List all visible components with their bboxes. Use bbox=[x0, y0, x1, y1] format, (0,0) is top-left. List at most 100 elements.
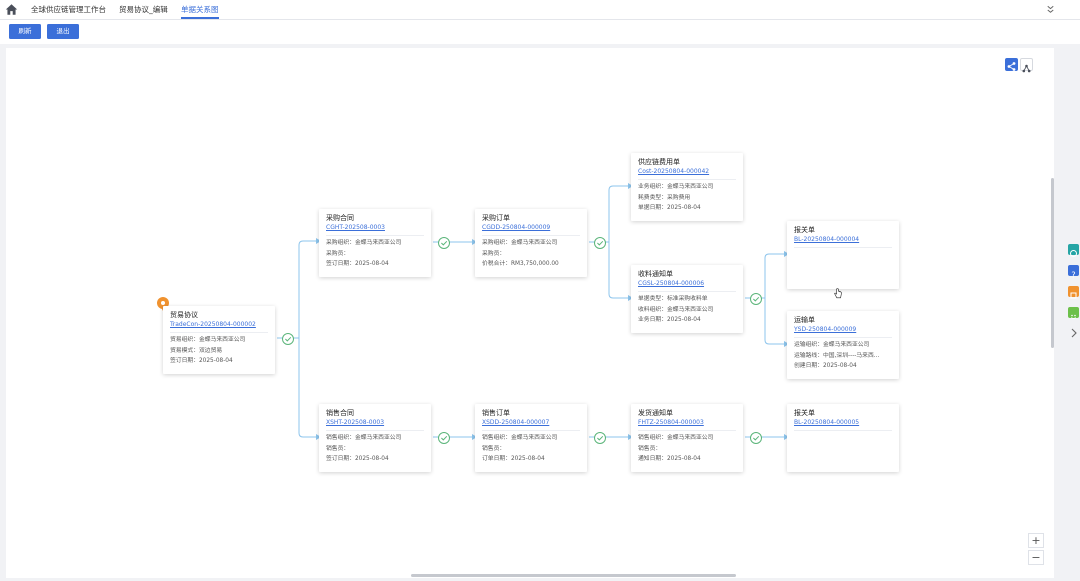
node-title: 收料通知单 bbox=[638, 270, 673, 278]
exit-button[interactable]: 退出 bbox=[47, 24, 79, 39]
arrowhead-customs-2 bbox=[784, 434, 789, 440]
node-field: 销售员： bbox=[638, 445, 662, 452]
node-field: 销售员： bbox=[482, 445, 506, 452]
node-field: 订单日期：2025-08-04 bbox=[482, 456, 545, 462]
node-field: 采购组织：金蝶马来西亚公司 bbox=[482, 240, 558, 246]
edge-receipt-to-transport bbox=[764, 298, 784, 345]
refresh-button[interactable]: 刷新 bbox=[9, 24, 41, 39]
arrowhead-so bbox=[472, 434, 477, 440]
horizontal-layout-icon[interactable] bbox=[1005, 58, 1018, 71]
node-title: 供应链费用单 bbox=[638, 158, 680, 166]
svg-text:?: ? bbox=[1071, 271, 1075, 280]
node-code-link[interactable]: YSD-250804-000009 bbox=[794, 326, 857, 333]
node-field: 单据日期：2025-08-04 bbox=[638, 205, 701, 211]
arrowhead-receipt bbox=[628, 295, 633, 301]
vertical-layout-icon[interactable] bbox=[1020, 58, 1033, 73]
node-title: 发货通知单 bbox=[638, 409, 673, 417]
horizontal-scrollbar[interactable] bbox=[411, 574, 736, 577]
node-field: 销售员： bbox=[326, 445, 350, 452]
node-code-link[interactable]: XSDD-250804-000007 bbox=[482, 419, 550, 426]
node-field: 销售组织：金蝶马来西亚公司 bbox=[638, 435, 714, 441]
node-customs-declaration-2[interactable]: 报关单 BL-20250804-000005 bbox=[787, 404, 899, 472]
help-icon[interactable]: ? bbox=[1068, 265, 1079, 280]
check-icon-receipt bbox=[750, 293, 762, 305]
node-supply-chain-cost[interactable]: 供应链费用单 Cost-20250804-000042 业务组织：金蝶马来西亚公… bbox=[631, 153, 743, 221]
check-icon-dn-customs bbox=[750, 432, 762, 444]
node-title: 采购合同 bbox=[326, 214, 354, 222]
relation-graph-canvas[interactable]: 贸易协议 TradeCon-20250804-000002 贸易组织：金蝶马来西… bbox=[6, 48, 1054, 578]
horizontal-scrollbar-track bbox=[6, 573, 1054, 578]
service-icon[interactable] bbox=[1068, 244, 1079, 257]
node-title: 销售订单 bbox=[482, 409, 510, 417]
node-field: 销售组织：金蝶马来西亚公司 bbox=[482, 435, 558, 441]
node-title: 采购订单 bbox=[482, 214, 510, 222]
arrowhead-pc bbox=[316, 238, 321, 244]
node-field: 销售组织：金蝶马来西亚公司 bbox=[326, 435, 402, 441]
node-code-link[interactable]: CGHT-202508-0003 bbox=[326, 224, 385, 231]
node-field: 业务日期：2025-08-04 bbox=[638, 317, 701, 323]
check-icon-pc-po bbox=[438, 237, 450, 249]
edge-trade-to-sales-contract bbox=[298, 338, 316, 438]
node-field: 贸易模式：双边贸易 bbox=[170, 347, 223, 354]
feedback-icon[interactable] bbox=[1068, 307, 1079, 320]
node-purchase-order[interactable]: 采购订单 CGDD-250804-000009 采购组织：金蝶马来西亚公司 采购… bbox=[475, 209, 587, 277]
arrowhead-sc bbox=[316, 434, 321, 440]
toolbar: 刷新 退出 bbox=[0, 20, 1080, 44]
notification-icon[interactable] bbox=[1068, 286, 1079, 299]
node-code-link[interactable]: CGDD-250804-000009 bbox=[482, 224, 551, 231]
check-icon-po bbox=[594, 237, 606, 249]
vertical-scrollbar[interactable] bbox=[1051, 178, 1054, 348]
check-icon-sc-so bbox=[438, 432, 450, 444]
node-code-link[interactable]: CGSL-250804-000006 bbox=[638, 280, 705, 287]
node-field: 单据类型：标准采购收料单 bbox=[638, 296, 708, 302]
node-transport-order[interactable]: 运输单 YSD-250804-000009 运输组织：金蝶马来西亚公司 运输路线… bbox=[787, 311, 899, 379]
node-code-link[interactable]: BL-20250804-000004 bbox=[794, 236, 860, 243]
node-sales-order[interactable]: 销售订单 XSDD-250804-000007 销售组织：金蝶马来西亚公司 销售… bbox=[475, 404, 587, 472]
zoom-out-button[interactable]: − bbox=[1028, 550, 1044, 565]
node-field: 采购员： bbox=[326, 250, 350, 257]
home-icon[interactable] bbox=[5, 3, 18, 16]
node-field: 价税合计：RM3,750,000.00 bbox=[482, 261, 559, 267]
edge-receipt-to-customs bbox=[764, 253, 784, 298]
node-field: 签订日期：2025-08-04 bbox=[326, 456, 389, 462]
check-icon-trade bbox=[282, 333, 294, 345]
node-sales-contract[interactable]: 销售合同 XSHT-202508-0003 销售组织：金蝶马来西亚公司 销售员：… bbox=[319, 404, 431, 472]
node-title: 运输单 bbox=[794, 316, 815, 324]
node-trade-agreement[interactable]: 贸易协议 TradeCon-20250804-000002 贸易组织：金蝶马来西… bbox=[163, 306, 275, 374]
node-title: 报关单 bbox=[794, 226, 815, 234]
edge-trade-to-purchase-contract bbox=[298, 240, 316, 338]
check-icon-so-dn bbox=[594, 432, 606, 444]
node-receipt-notice[interactable]: 收料通知单 CGSL-250804-000006 单据类型：标准采购收料单 收料… bbox=[631, 265, 743, 333]
node-field: 收料组织：金蝶马来西亚公司 bbox=[638, 306, 714, 313]
tab-bar: 全球供应链管理工作台 贸易协议_编辑 单据关系图 bbox=[0, 0, 1080, 20]
arrowhead-customs-1 bbox=[784, 251, 789, 257]
node-code-link[interactable]: Cost-20250804-000042 bbox=[638, 168, 710, 175]
arrowhead-cost bbox=[628, 183, 633, 189]
tab-trade-agreement-edit[interactable]: 贸易协议_编辑 bbox=[119, 5, 168, 14]
node-field: 贸易组织：金蝶马来西亚公司 bbox=[170, 337, 246, 343]
node-field: 创建日期：2025-08-04 bbox=[794, 363, 857, 369]
node-code-link[interactable]: TradeCon-20250804-000002 bbox=[170, 321, 256, 328]
chevron-double-down-icon[interactable] bbox=[1045, 4, 1056, 15]
node-delivery-notice[interactable]: 发货通知单 FHTZ-250804-000003 销售组织：金蝶马来西亚公司 销… bbox=[631, 404, 743, 472]
chevron-right-icon[interactable] bbox=[1070, 327, 1078, 339]
node-field: 签订日期：2025-08-04 bbox=[170, 358, 233, 364]
zoom-in-button[interactable]: + bbox=[1028, 533, 1044, 548]
node-code-link[interactable]: BL-20250804-000005 bbox=[794, 419, 860, 426]
edge-po-to-cost bbox=[608, 185, 628, 242]
node-purchase-contract[interactable]: 采购合同 CGHT-202508-0003 采购组织：金蝶马来西亚公司 采购员：… bbox=[319, 209, 431, 277]
node-title: 报关单 bbox=[794, 409, 815, 417]
node-code-link[interactable]: XSHT-202508-0003 bbox=[326, 419, 385, 426]
node-field: 运输路线：中国,深圳----马来西... bbox=[794, 352, 880, 359]
node-title: 销售合同 bbox=[326, 409, 354, 417]
arrowhead-po bbox=[472, 239, 477, 245]
node-field: 签订日期：2025-08-04 bbox=[326, 261, 389, 267]
tab-workbench[interactable]: 全球供应链管理工作台 bbox=[31, 5, 106, 14]
node-field: 运输组织：金蝶马来西亚公司 bbox=[794, 342, 870, 348]
tab-document-relation-graph[interactable]: 单据关系图 bbox=[181, 0, 219, 19]
node-field: 采购组织：金蝶马来西亚公司 bbox=[326, 240, 402, 246]
node-code-link[interactable]: FHTZ-250804-000003 bbox=[638, 419, 704, 426]
node-title: 贸易协议 bbox=[170, 311, 198, 319]
arrowhead-dn bbox=[628, 434, 633, 440]
node-customs-declaration-1[interactable]: 报关单 BL-20250804-000004 bbox=[787, 221, 899, 289]
